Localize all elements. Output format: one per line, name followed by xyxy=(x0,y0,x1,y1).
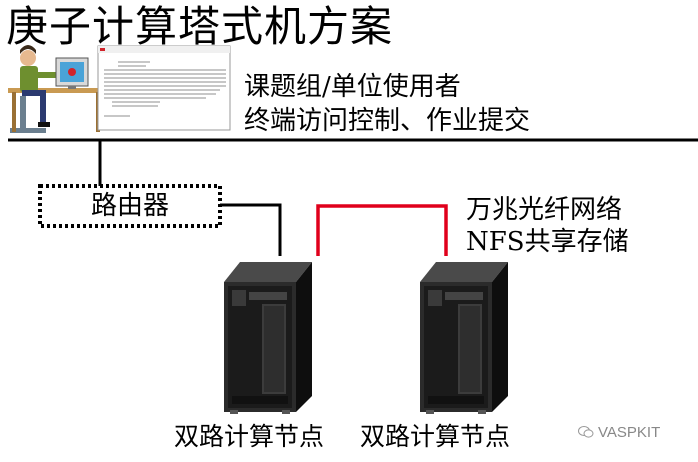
node-label-2: 双路计算节点 xyxy=(360,422,511,451)
router-to-node1-line xyxy=(220,203,282,256)
watermark-text: VASPKIT xyxy=(598,424,661,441)
network-storage-label: NFS共享存储 xyxy=(466,227,629,257)
user-access-label: 终端访问控制、作业提交 xyxy=(244,106,531,136)
server-node-1 xyxy=(224,262,312,414)
network-fiber-label: 万兆光纤网络 xyxy=(466,195,623,225)
node-label-1: 双路计算节点 xyxy=(174,422,325,451)
router-label: 路由器 xyxy=(90,191,169,221)
user-role-label: 课题组/单位使用者 xyxy=(244,72,461,102)
server-node-2 xyxy=(420,262,508,414)
fiber-link-line xyxy=(316,204,448,256)
wechat-icon xyxy=(578,426,594,438)
terminal-window xyxy=(97,45,231,131)
diagram-title: 庚子计算塔式机方案 xyxy=(6,2,394,51)
user-workstation-icon xyxy=(8,45,104,133)
watermark: VASPKIT xyxy=(578,424,660,441)
